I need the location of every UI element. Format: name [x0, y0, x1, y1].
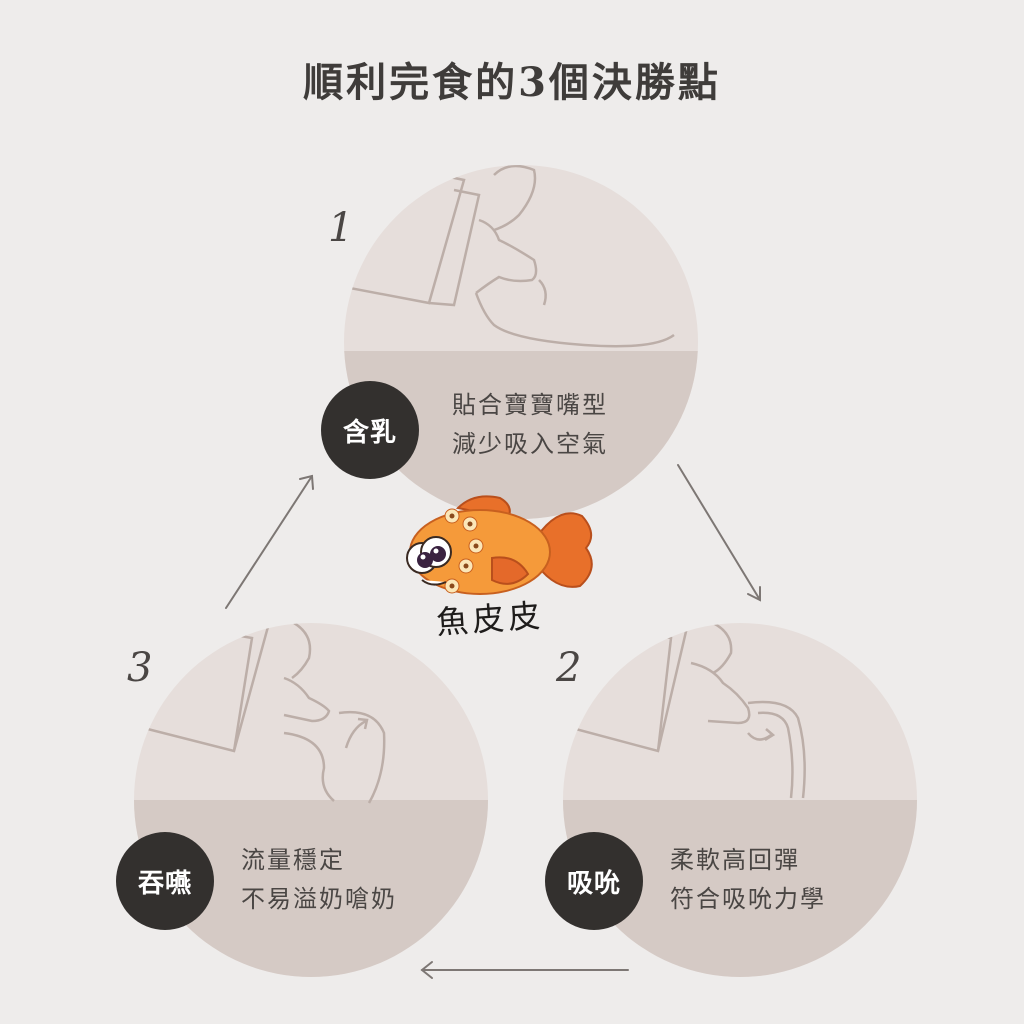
fish-logo-icon	[406, 495, 593, 595]
step-3-badge: 吞嚥	[116, 832, 214, 930]
step-3-number: 3	[127, 645, 153, 691]
step-3-line-2: 不易溢奶嗆奶	[241, 885, 397, 913]
arrow-3-to-1-icon	[225, 474, 314, 609]
step-2-line-2: 符合吸吮力學	[670, 885, 826, 913]
step-3-description: 流量穩定 不易溢奶嗆奶	[241, 841, 397, 919]
step-1-description: 貼合寶寶嘴型 減少吸入空氣	[452, 386, 608, 464]
watermark-text: 魚皮皮	[434, 596, 546, 642]
step-2-description: 柔軟高回彈 符合吸吮力學	[670, 841, 826, 919]
step-2-number: 2	[556, 645, 582, 691]
step-2-badge: 吸吮	[545, 832, 643, 930]
step-2-line-1: 柔軟高回彈	[670, 846, 800, 874]
page-title: 順利完食的3個決勝點	[303, 59, 721, 106]
step-1-badge: 含乳	[321, 381, 419, 479]
baby-swallowing-illustration-icon	[134, 623, 386, 804]
arrow-2-to-3-icon	[420, 961, 629, 979]
arrow-1-to-2-icon	[677, 464, 761, 602]
step-1-line-2: 減少吸入空氣	[452, 430, 608, 458]
step-1-number: 1	[328, 205, 354, 251]
baby-mouth-nipple-illustration-icon	[344, 165, 675, 348]
step-3-line-1: 流量穩定	[241, 846, 345, 874]
step-1-line-1: 貼合寶寶嘴型	[452, 391, 608, 419]
step-1-circle	[344, 165, 698, 519]
baby-sucking-illustration-icon	[563, 623, 806, 799]
